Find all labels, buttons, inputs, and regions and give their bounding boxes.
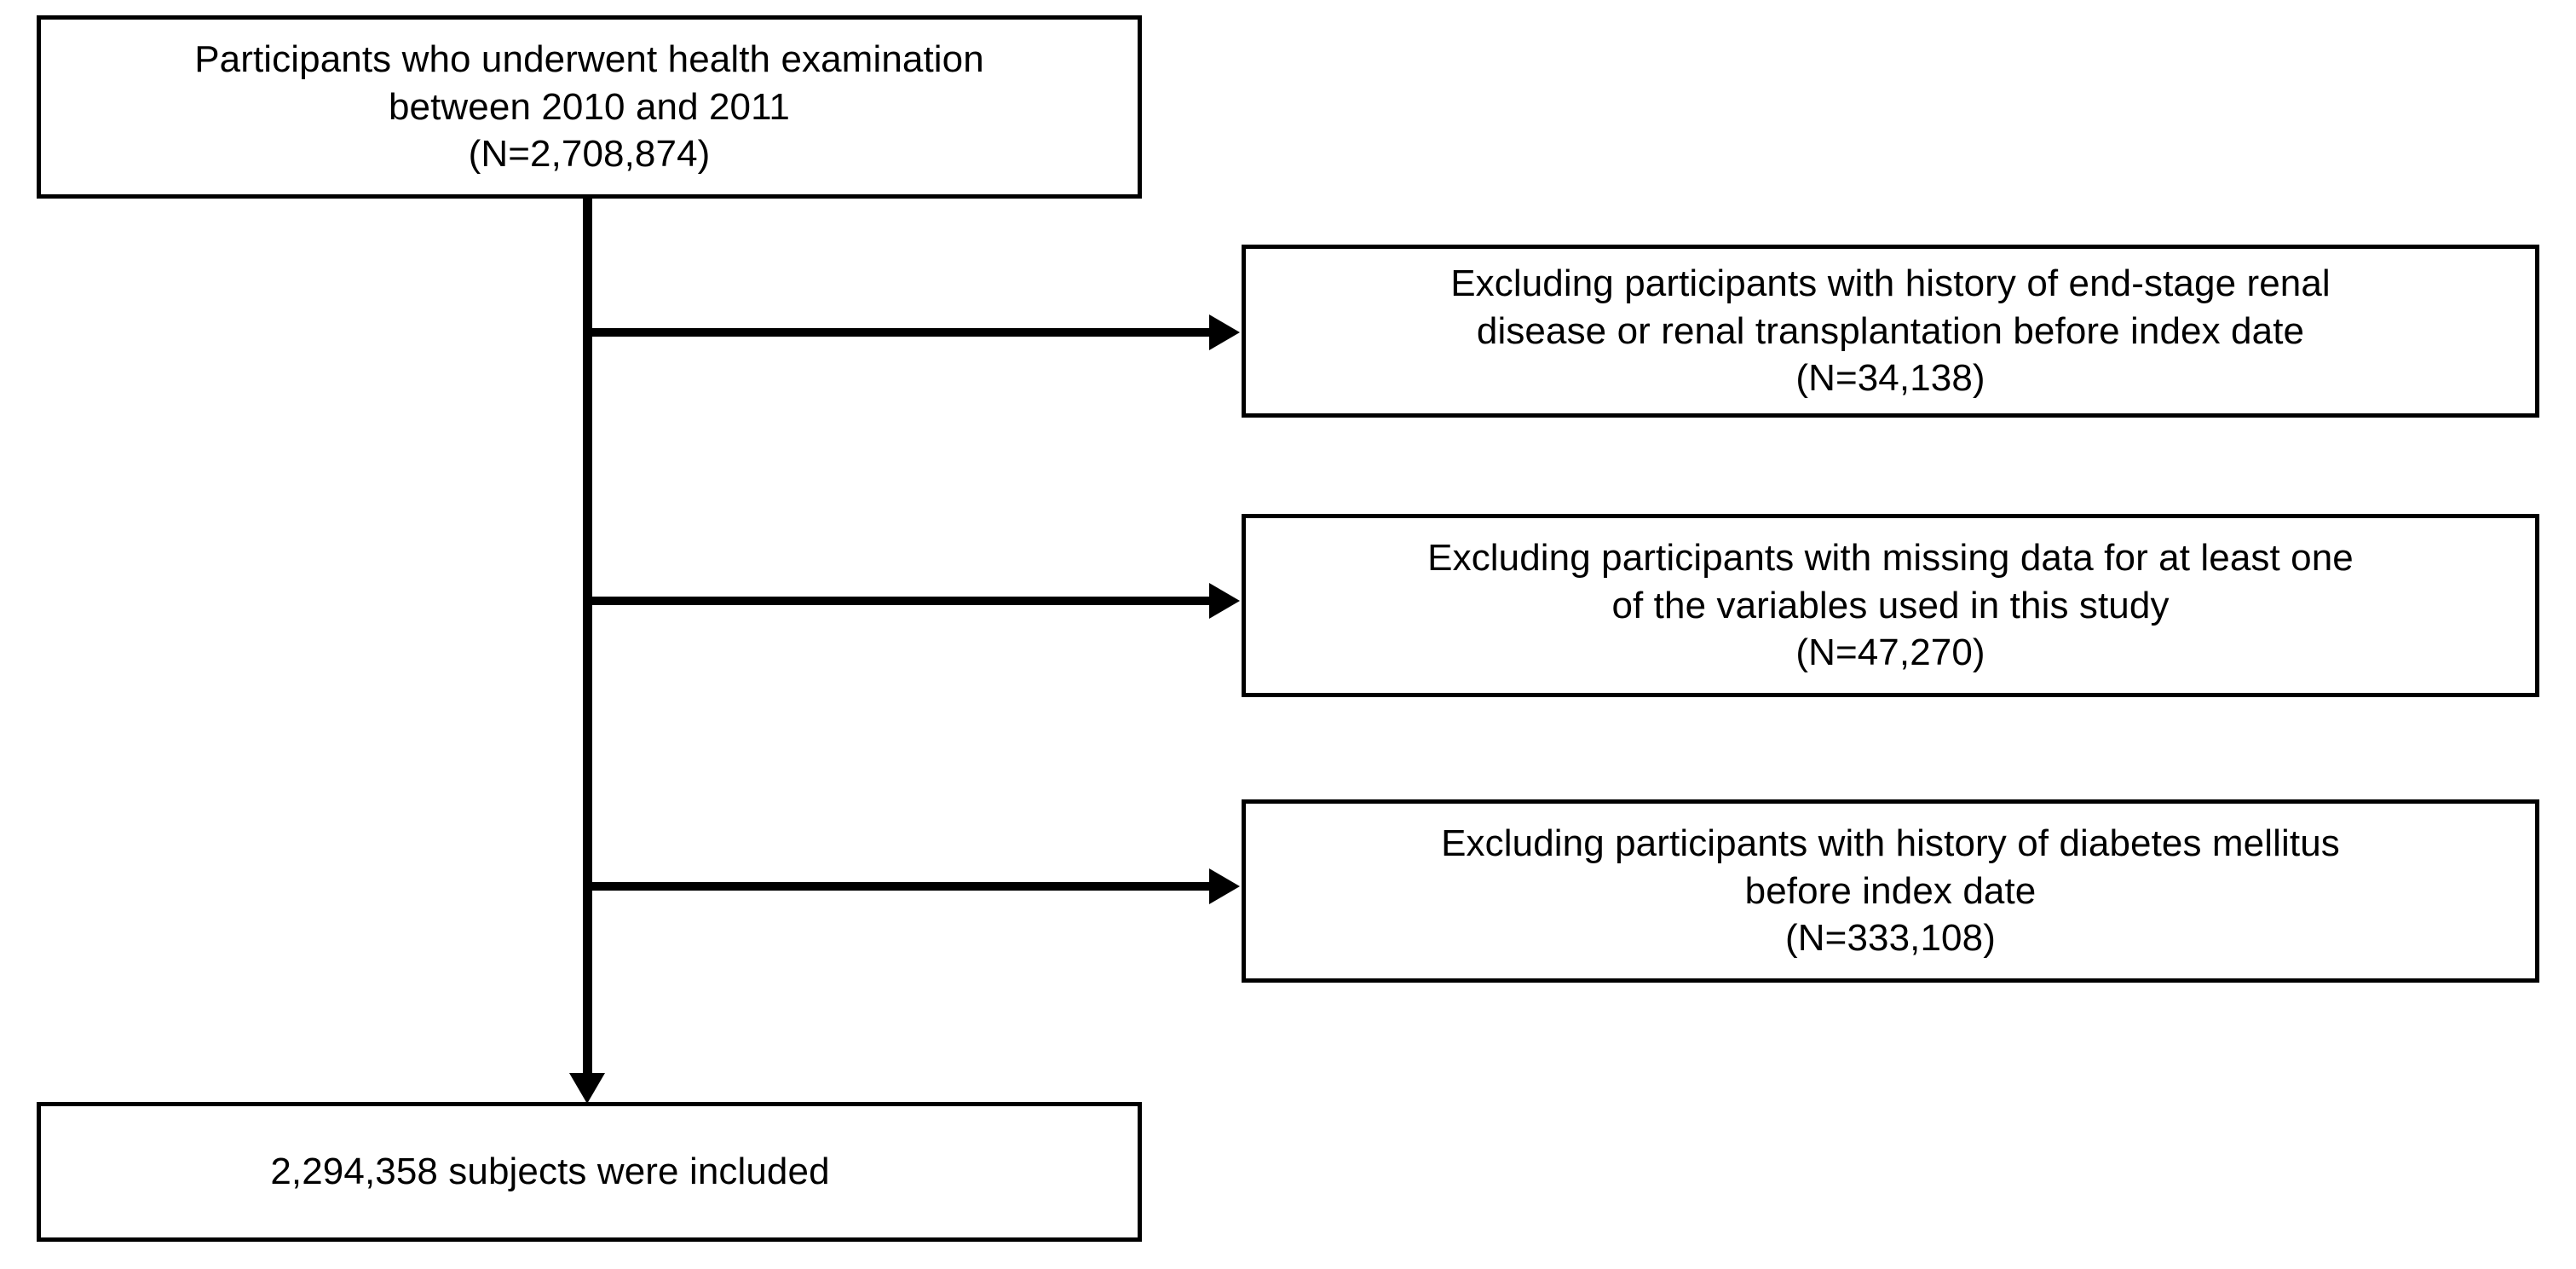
connector-branch-3 — [583, 882, 1209, 891]
connector-trunk-vertical — [583, 199, 592, 1076]
node-exclusion-1-box: Excluding participants with history of e… — [1242, 245, 2539, 418]
node-final-box: 2,294,358 subjects were included — [37, 1102, 1142, 1242]
arrowhead-down-icon — [569, 1073, 605, 1104]
arrowhead-right-icon-3 — [1209, 868, 1240, 904]
node-exclusion-2-text: Excluding participants with missing data… — [1427, 537, 2354, 674]
node-exclusion-3-text: Excluding participants with history of d… — [1441, 822, 2340, 960]
node-exclusion-2-box: Excluding participants with missing data… — [1242, 514, 2539, 697]
connector-branch-1 — [583, 328, 1209, 337]
node-exclusion-3-box: Excluding participants with history of d… — [1242, 799, 2539, 983]
arrowhead-right-icon-2 — [1209, 583, 1240, 619]
node-exclusion-1-text: Excluding participants with history of e… — [1450, 262, 2331, 400]
node-cohort-box: Participants who underwent health examin… — [37, 15, 1142, 199]
arrowhead-right-icon-1 — [1209, 314, 1240, 350]
node-cohort-text: Participants who underwent health examin… — [194, 38, 984, 176]
node-final-text: 2,294,358 subjects were included — [270, 1151, 830, 1193]
connector-branch-2 — [583, 597, 1209, 605]
